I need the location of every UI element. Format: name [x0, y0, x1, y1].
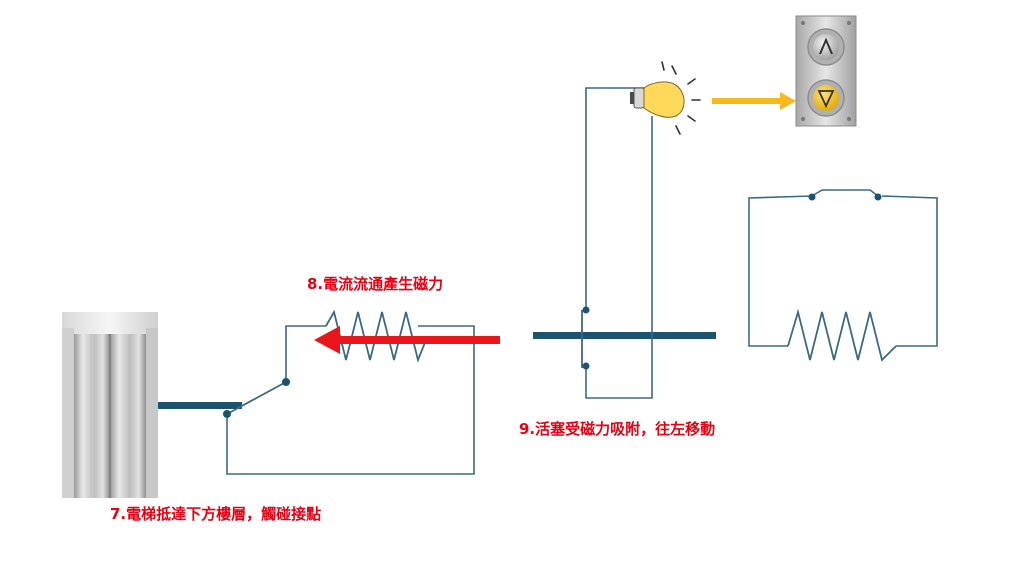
right-contact-right: [874, 193, 882, 201]
right-contact-left: [808, 193, 816, 201]
piston-rod: [533, 332, 716, 339]
right-coil: [787, 308, 897, 362]
signal-arrow: [712, 92, 796, 110]
light-bulb-icon: [630, 61, 701, 135]
step-7-label: 7.電梯抵達下方樓層，觸碰接點: [110, 505, 322, 523]
right-circuit-wire: [748, 195, 938, 347]
magnetic-force-arrow: [314, 326, 500, 354]
piston-contact-lower: [582, 362, 590, 370]
elevator-rod: [158, 402, 242, 409]
contact-point-lower: [223, 410, 231, 418]
right-switch-lever: [811, 189, 879, 197]
step-8-label: 8.電流流通產生磁力: [307, 275, 444, 293]
contact-point-upper: [282, 378, 290, 386]
switch-lever: [226, 381, 287, 415]
arrow-down-icon[interactable]: [807, 79, 845, 117]
lamp-circuit-wire: [585, 87, 653, 399]
piston-contact-upper: [582, 306, 590, 314]
elevator-call-panel: [795, 15, 857, 127]
elevator-door-icon: [62, 312, 158, 498]
left-circuit-wire: [226, 325, 475, 475]
step-9-label: 9.活塞受磁力吸附，往左移動: [519, 420, 716, 438]
arrow-up-icon[interactable]: [807, 28, 845, 66]
